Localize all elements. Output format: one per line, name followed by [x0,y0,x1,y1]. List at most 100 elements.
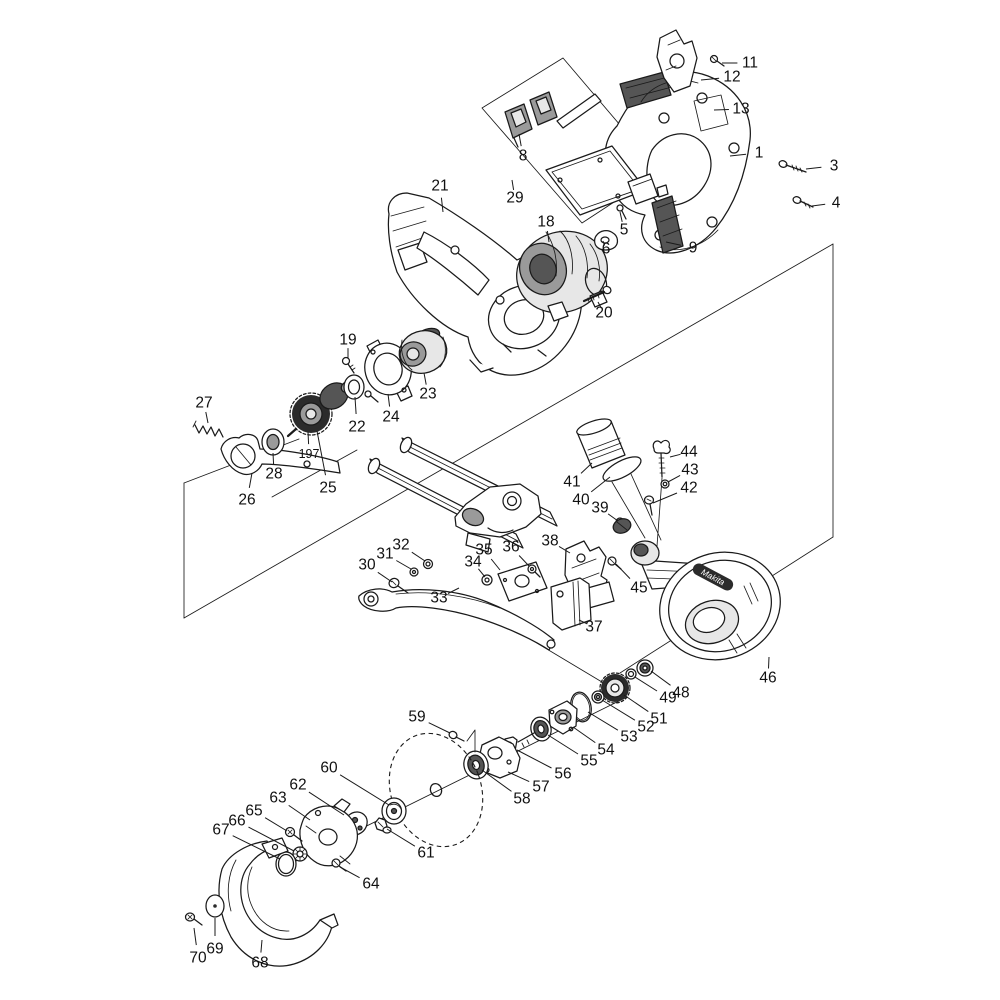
part-label-197: 197 [299,447,320,461]
part-28-bearing [261,428,285,456]
leader-line-36 [518,555,530,567]
part-label-53: 53 [620,729,637,746]
leader-line-55 [547,734,579,755]
leader-line-8 [518,133,522,147]
part-label-21: 21 [431,178,448,195]
part-3-screw [778,160,807,173]
leader-line-23 [423,372,427,385]
part-35-plate [497,561,548,602]
part-22-bearing [343,374,365,400]
part-5-screw [616,204,627,220]
leader-line-37 [578,619,588,625]
part-label-9: 9 [689,240,698,257]
part-4-screw [792,196,814,209]
leader-line-5 [619,211,623,223]
part-install-lines [611,473,663,547]
leader-line-41 [580,462,593,474]
part-36-pin [527,564,541,578]
part-61-hex-bolt [374,817,392,834]
part-label-58: 58 [513,791,530,808]
part-70-screw [184,912,203,926]
leader-line-20 [597,301,602,309]
leader-line-39 [607,513,619,522]
part-label-5: 5 [620,222,629,239]
leader-line-56 [516,749,552,769]
leader-line-9 [665,241,682,246]
part-label-35: 35 [475,542,492,559]
part-label-22: 22 [348,419,365,436]
part-label-61: 61 [417,845,434,862]
part-23-stator [398,327,448,374]
part-label-56: 56 [554,766,571,783]
part-label-23: 23 [419,386,436,403]
part-saw-blade [388,732,484,848]
part-30-screw [388,577,409,594]
part-labels: 1345689111213181920212223242526272829303… [189,55,840,972]
part-label-60: 60 [320,760,338,777]
part-label-19: 19 [339,332,356,349]
part-49-ring [625,668,637,680]
part-54-bearing-retainer [548,700,578,735]
part-label-33: 33 [430,590,447,607]
leader-line-6 [602,240,606,246]
part-31-washer [409,567,419,577]
leader-line-28 [272,452,275,465]
part-label-43: 43 [681,462,698,479]
part-52-bearing [591,690,605,704]
part-12-bracket [656,29,698,93]
part-label-12: 12 [723,69,740,86]
part-label-31: 31 [376,546,393,563]
leader-line-60 [339,774,390,806]
part-26-lever [220,433,341,476]
part-43-nut [660,479,670,489]
leader-line-197 [307,431,310,445]
part-label-54: 54 [597,742,615,759]
leader-line-64 [339,866,360,879]
part-label-6: 6 [602,241,611,258]
leader-line-18 [546,230,550,243]
leader-line-43 [667,474,681,483]
part-41-dust-nozzle [576,418,626,469]
leader-line-44 [669,453,681,458]
part-label-52: 52 [637,719,654,736]
part-label-65: 65 [245,803,262,820]
leader-line-21 [440,197,444,213]
part-label-62: 62 [289,777,306,794]
leader-line-29 [511,179,515,190]
leader-line-4 [811,203,826,207]
part-label-69: 69 [206,941,223,958]
leader-line-1 [729,153,747,157]
leader-line-65 [264,817,288,832]
leader-line-32 [411,551,426,562]
leader-line-62 [308,791,345,816]
part-label-27: 27 [195,395,212,412]
part-label-20: 20 [595,305,613,322]
leader-line-35 [490,558,501,571]
part-label-59: 59 [408,709,425,726]
part-27-spring [192,420,224,438]
part-label-26: 26 [238,492,255,509]
part-29-switch-plate [545,145,659,216]
part-21-motor-housing [387,192,583,376]
part-65-screw [284,826,303,842]
leader-line-31 [396,560,412,570]
part-label-68: 68 [251,955,268,972]
part-9-switch [651,184,684,254]
part-label-41: 41 [563,474,580,491]
leader-line-67 [232,835,281,860]
part-59-screw [448,729,476,753]
part-51-gear [599,672,631,704]
leader-line-66 [248,826,295,852]
part-label-29: 29 [506,190,523,207]
part-18-motor [516,230,608,322]
part-label-64: 64 [362,876,380,893]
part-label-63: 63 [269,790,286,807]
leader-line-53 [587,711,619,731]
leader-line-45 [615,563,631,579]
leader-line-54 [572,726,596,744]
part-11-screw [709,54,725,67]
part-label-39: 39 [591,500,608,517]
part-label-70: 70 [189,950,207,967]
part-label-44: 44 [680,444,698,461]
